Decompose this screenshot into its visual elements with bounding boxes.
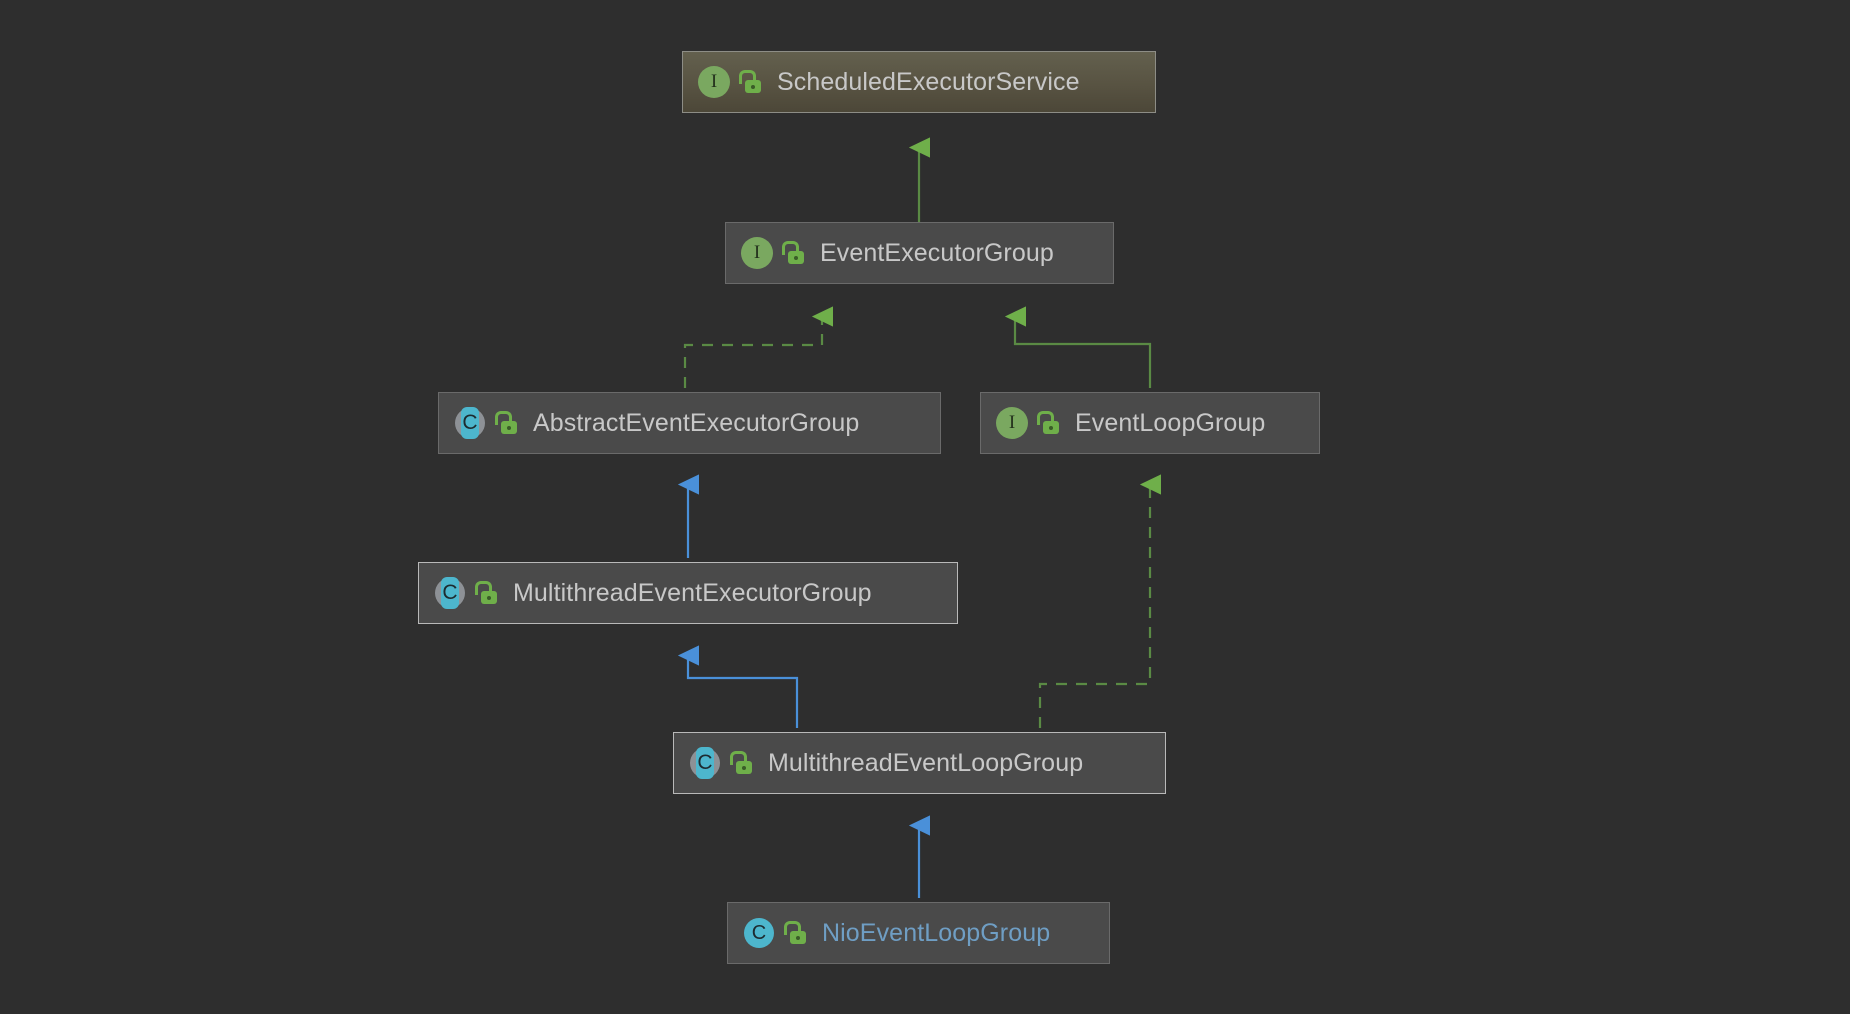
- node-label: EventExecutorGroup: [820, 238, 1054, 267]
- unlocked-padlock-icon: [737, 67, 763, 97]
- interface-icon: I: [995, 406, 1029, 440]
- interface-icon: I: [740, 236, 774, 270]
- node-label: EventLoopGroup: [1075, 408, 1266, 437]
- node-label: NioEventLoopGroup: [822, 918, 1051, 947]
- node-multithread-event-loop-group[interactable]: C MultithreadEventLoopGroup: [673, 732, 1166, 794]
- node-event-executor-group[interactable]: I EventExecutorGroup: [725, 222, 1114, 284]
- unlocked-padlock-icon: [782, 918, 808, 948]
- node-abstract-event-executor-group[interactable]: C AbstractEventExecutorGroup: [438, 392, 941, 454]
- unlocked-padlock-icon: [728, 748, 754, 778]
- abstract-class-icon: C: [453, 406, 487, 440]
- edge-multithreadeventloopgroup-to-eventloopgroup: [1038, 474, 1161, 728]
- unlocked-padlock-icon: [1035, 408, 1061, 438]
- unlocked-padlock-icon: [780, 238, 806, 268]
- edge-eventloopgroup-to-eventexecutorgroup: [1004, 306, 1152, 388]
- edge-multithreadeventloopgroup-to-multithreadeventexecutorgroup: [677, 645, 799, 728]
- node-nio-event-loop-group[interactable]: C NioEventLoopGroup: [727, 902, 1110, 964]
- abstract-class-icon: C: [433, 576, 467, 610]
- abstract-class-icon: C: [688, 746, 722, 780]
- node-scheduled-executor-service[interactable]: I ScheduledExecutorService: [682, 51, 1156, 113]
- node-label: ScheduledExecutorService: [777, 67, 1080, 96]
- node-label: MultithreadEventLoopGroup: [768, 748, 1084, 777]
- node-label: AbstractEventExecutorGroup: [533, 408, 860, 437]
- node-multithread-event-executor-group[interactable]: C MultithreadEventExecutorGroup: [418, 562, 958, 624]
- unlocked-padlock-icon: [473, 578, 499, 608]
- interface-icon: I: [697, 65, 731, 99]
- node-event-loop-group[interactable]: I EventLoopGroup: [980, 392, 1320, 454]
- class-icon: C: [742, 916, 776, 950]
- node-label: MultithreadEventExecutorGroup: [513, 578, 872, 607]
- edge-abstracteventexecutorgroup-to-eventexecutorgroup: [683, 306, 833, 388]
- unlocked-padlock-icon: [493, 408, 519, 438]
